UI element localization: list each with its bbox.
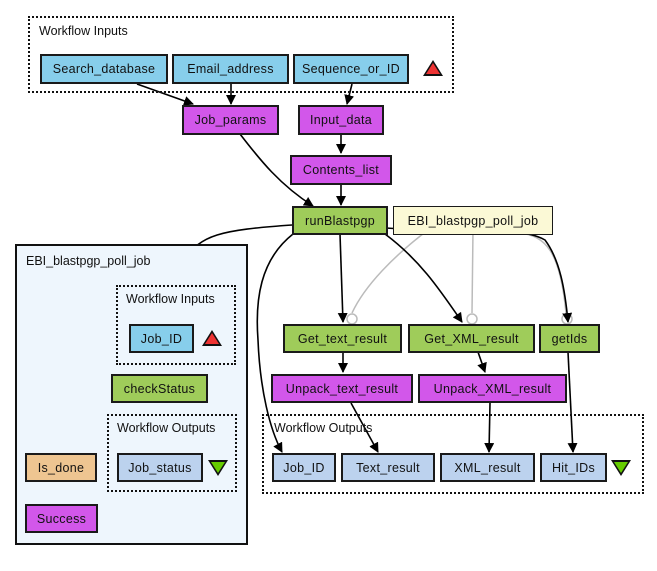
data-link xyxy=(477,351,487,373)
processor-input-data[interactable]: Input_data xyxy=(298,105,384,135)
control-link-end xyxy=(346,313,358,325)
processor-check-status[interactable]: checkStatus xyxy=(111,374,208,403)
sub-output-job-status[interactable]: Job_status xyxy=(117,453,203,482)
cluster-label: Workflow Outputs xyxy=(274,421,373,435)
control-link xyxy=(471,229,474,314)
control-link xyxy=(519,232,567,314)
input-email-address[interactable]: Email_address xyxy=(172,54,289,84)
processor-poll-job[interactable]: EBI_blastpgp_poll_job xyxy=(393,206,553,235)
data-link xyxy=(256,233,294,453)
data-link xyxy=(344,83,355,105)
processor-get-ids[interactable]: getIds xyxy=(539,324,600,353)
data-link xyxy=(484,402,495,453)
data-link xyxy=(567,351,578,453)
sub-input-job-id[interactable]: Job_ID xyxy=(129,324,194,353)
processor-is-done[interactable]: Is_done xyxy=(25,453,97,482)
workflow-outputs-cluster: Workflow Outputs xyxy=(262,414,644,494)
input-marker-icon xyxy=(423,60,443,76)
control-link xyxy=(351,229,429,314)
data-link xyxy=(239,133,314,207)
sub-outputs-cluster: Workflow Outputs xyxy=(107,414,237,492)
processor-success[interactable]: Success xyxy=(25,504,98,533)
processor-get-xml-result[interactable]: Get_XML_result xyxy=(408,324,535,353)
processor-run-blastpgp[interactable]: runBlastpgp xyxy=(292,206,388,235)
output-hit-ids[interactable]: Hit_IDs xyxy=(540,453,607,482)
data-link xyxy=(337,233,348,323)
data-link xyxy=(350,402,379,453)
cluster-label: Workflow Outputs xyxy=(117,421,216,435)
workflow-inputs-cluster: Workflow Inputs xyxy=(28,16,454,93)
cluster-label: Workflow Inputs xyxy=(126,292,215,306)
input-search-database[interactable]: Search_database xyxy=(40,54,168,84)
subworkflow-label: EBI_blastpgp_poll_job xyxy=(26,254,151,268)
processor-get-text-result[interactable]: Get_text_result xyxy=(283,324,402,353)
cluster-label: Workflow Inputs xyxy=(39,24,128,38)
input-marker-icon xyxy=(202,330,222,346)
output-text-result[interactable]: Text_result xyxy=(341,453,435,482)
input-sequence-or-id[interactable]: Sequence_or_ID xyxy=(293,54,409,84)
processor-contents-list[interactable]: Contents_list xyxy=(290,155,392,185)
data-link xyxy=(136,83,194,106)
processor-job-params[interactable]: Job_params xyxy=(182,105,279,135)
data-link xyxy=(384,233,463,323)
control-link-end xyxy=(466,313,478,325)
sub-inputs-cluster: Workflow Inputs xyxy=(116,285,236,365)
output-job-id[interactable]: Job_ID xyxy=(272,453,336,482)
processor-unpack-xml-result[interactable]: Unpack_XML_result xyxy=(418,374,567,403)
processor-unpack-text-result[interactable]: Unpack_text_result xyxy=(271,374,413,403)
output-marker-icon xyxy=(611,460,631,476)
output-marker-icon xyxy=(208,460,228,476)
output-xml-result[interactable]: XML_result xyxy=(440,453,535,482)
